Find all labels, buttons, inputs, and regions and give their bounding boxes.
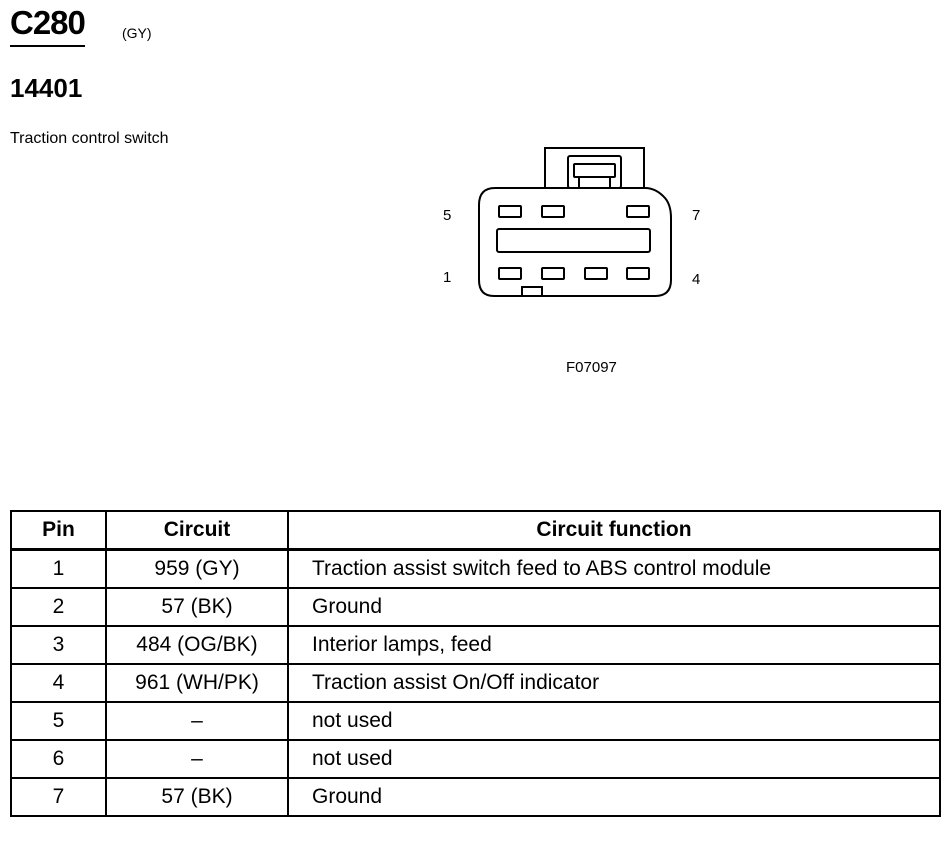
circuit-cell: 57 (BK) xyxy=(105,587,289,627)
table-header-row: Pin Circuit Circuit function xyxy=(10,510,941,551)
pin-cavity xyxy=(584,267,608,280)
table-row: 7 57 (BK) Ground xyxy=(10,777,941,817)
connector-diagram: 5 7 1 4 xyxy=(443,147,700,297)
column-header-circuit: Circuit xyxy=(105,510,289,551)
pin-label-top-right: 7 xyxy=(692,207,700,224)
pin-label-bottom-left: 1 xyxy=(443,269,451,286)
function-cell: not used xyxy=(287,701,941,741)
function-cell: Interior lamps, feed xyxy=(287,625,941,665)
pin-cavity xyxy=(498,205,522,218)
component-name: Traction control switch xyxy=(10,130,169,147)
latch-slot xyxy=(573,163,616,178)
pin-cavity xyxy=(626,267,650,280)
pin-cell: 5 xyxy=(10,701,107,741)
table-row: 1 959 (GY) Traction assist switch feed t… xyxy=(10,548,941,589)
table-row: 2 57 (BK) Ground xyxy=(10,587,941,627)
pin-cell: 1 xyxy=(10,548,107,589)
pin-cell: 7 xyxy=(10,777,107,817)
column-header-function: Circuit function xyxy=(287,510,941,551)
pin-cell: 4 xyxy=(10,663,107,703)
pin-cavity xyxy=(626,205,650,218)
pin-cell: 3 xyxy=(10,625,107,665)
pin-label-bottom-right: 4 xyxy=(692,271,700,288)
function-cell: not used xyxy=(287,739,941,779)
circuit-cell: 57 (BK) xyxy=(105,777,289,817)
figure-code: F07097 xyxy=(566,359,617,376)
circuit-cell: – xyxy=(105,739,289,779)
function-cell: Ground xyxy=(287,587,941,627)
circuit-cell: – xyxy=(105,701,289,741)
pin-cell: 6 xyxy=(10,739,107,779)
table-row: 3 484 (OG/BK) Interior lamps, feed xyxy=(10,625,941,665)
pin-table: Pin Circuit Circuit function 1 959 (GY) … xyxy=(10,510,941,817)
part-number: 14401 xyxy=(10,73,83,103)
function-cell: Traction assist On/Off indicator xyxy=(287,663,941,703)
table-row: 6 – not used xyxy=(10,739,941,779)
circuit-cell: 961 (WH/PK) xyxy=(105,663,289,703)
circuit-cell: 484 (OG/BK) xyxy=(105,625,289,665)
pin-cavity xyxy=(541,205,565,218)
table-row: 4 961 (WH/PK) Traction assist On/Off ind… xyxy=(10,663,941,703)
function-cell: Traction assist switch feed to ABS contr… xyxy=(287,548,941,589)
function-cell: Ground xyxy=(287,777,941,817)
pin-cavity xyxy=(498,267,522,280)
pin-cavity xyxy=(541,267,565,280)
connector-id: C280 xyxy=(10,4,86,47)
pin-label-top-left: 5 xyxy=(443,207,451,224)
circuit-cell: 959 (GY) xyxy=(105,548,289,589)
connector-center-slot xyxy=(496,228,651,253)
connector-key xyxy=(521,286,543,297)
pin-cell: 2 xyxy=(10,587,107,627)
connector-color: (GY) xyxy=(122,25,152,41)
table-row: 5 – not used xyxy=(10,701,941,741)
column-header-pin: Pin xyxy=(10,510,107,551)
